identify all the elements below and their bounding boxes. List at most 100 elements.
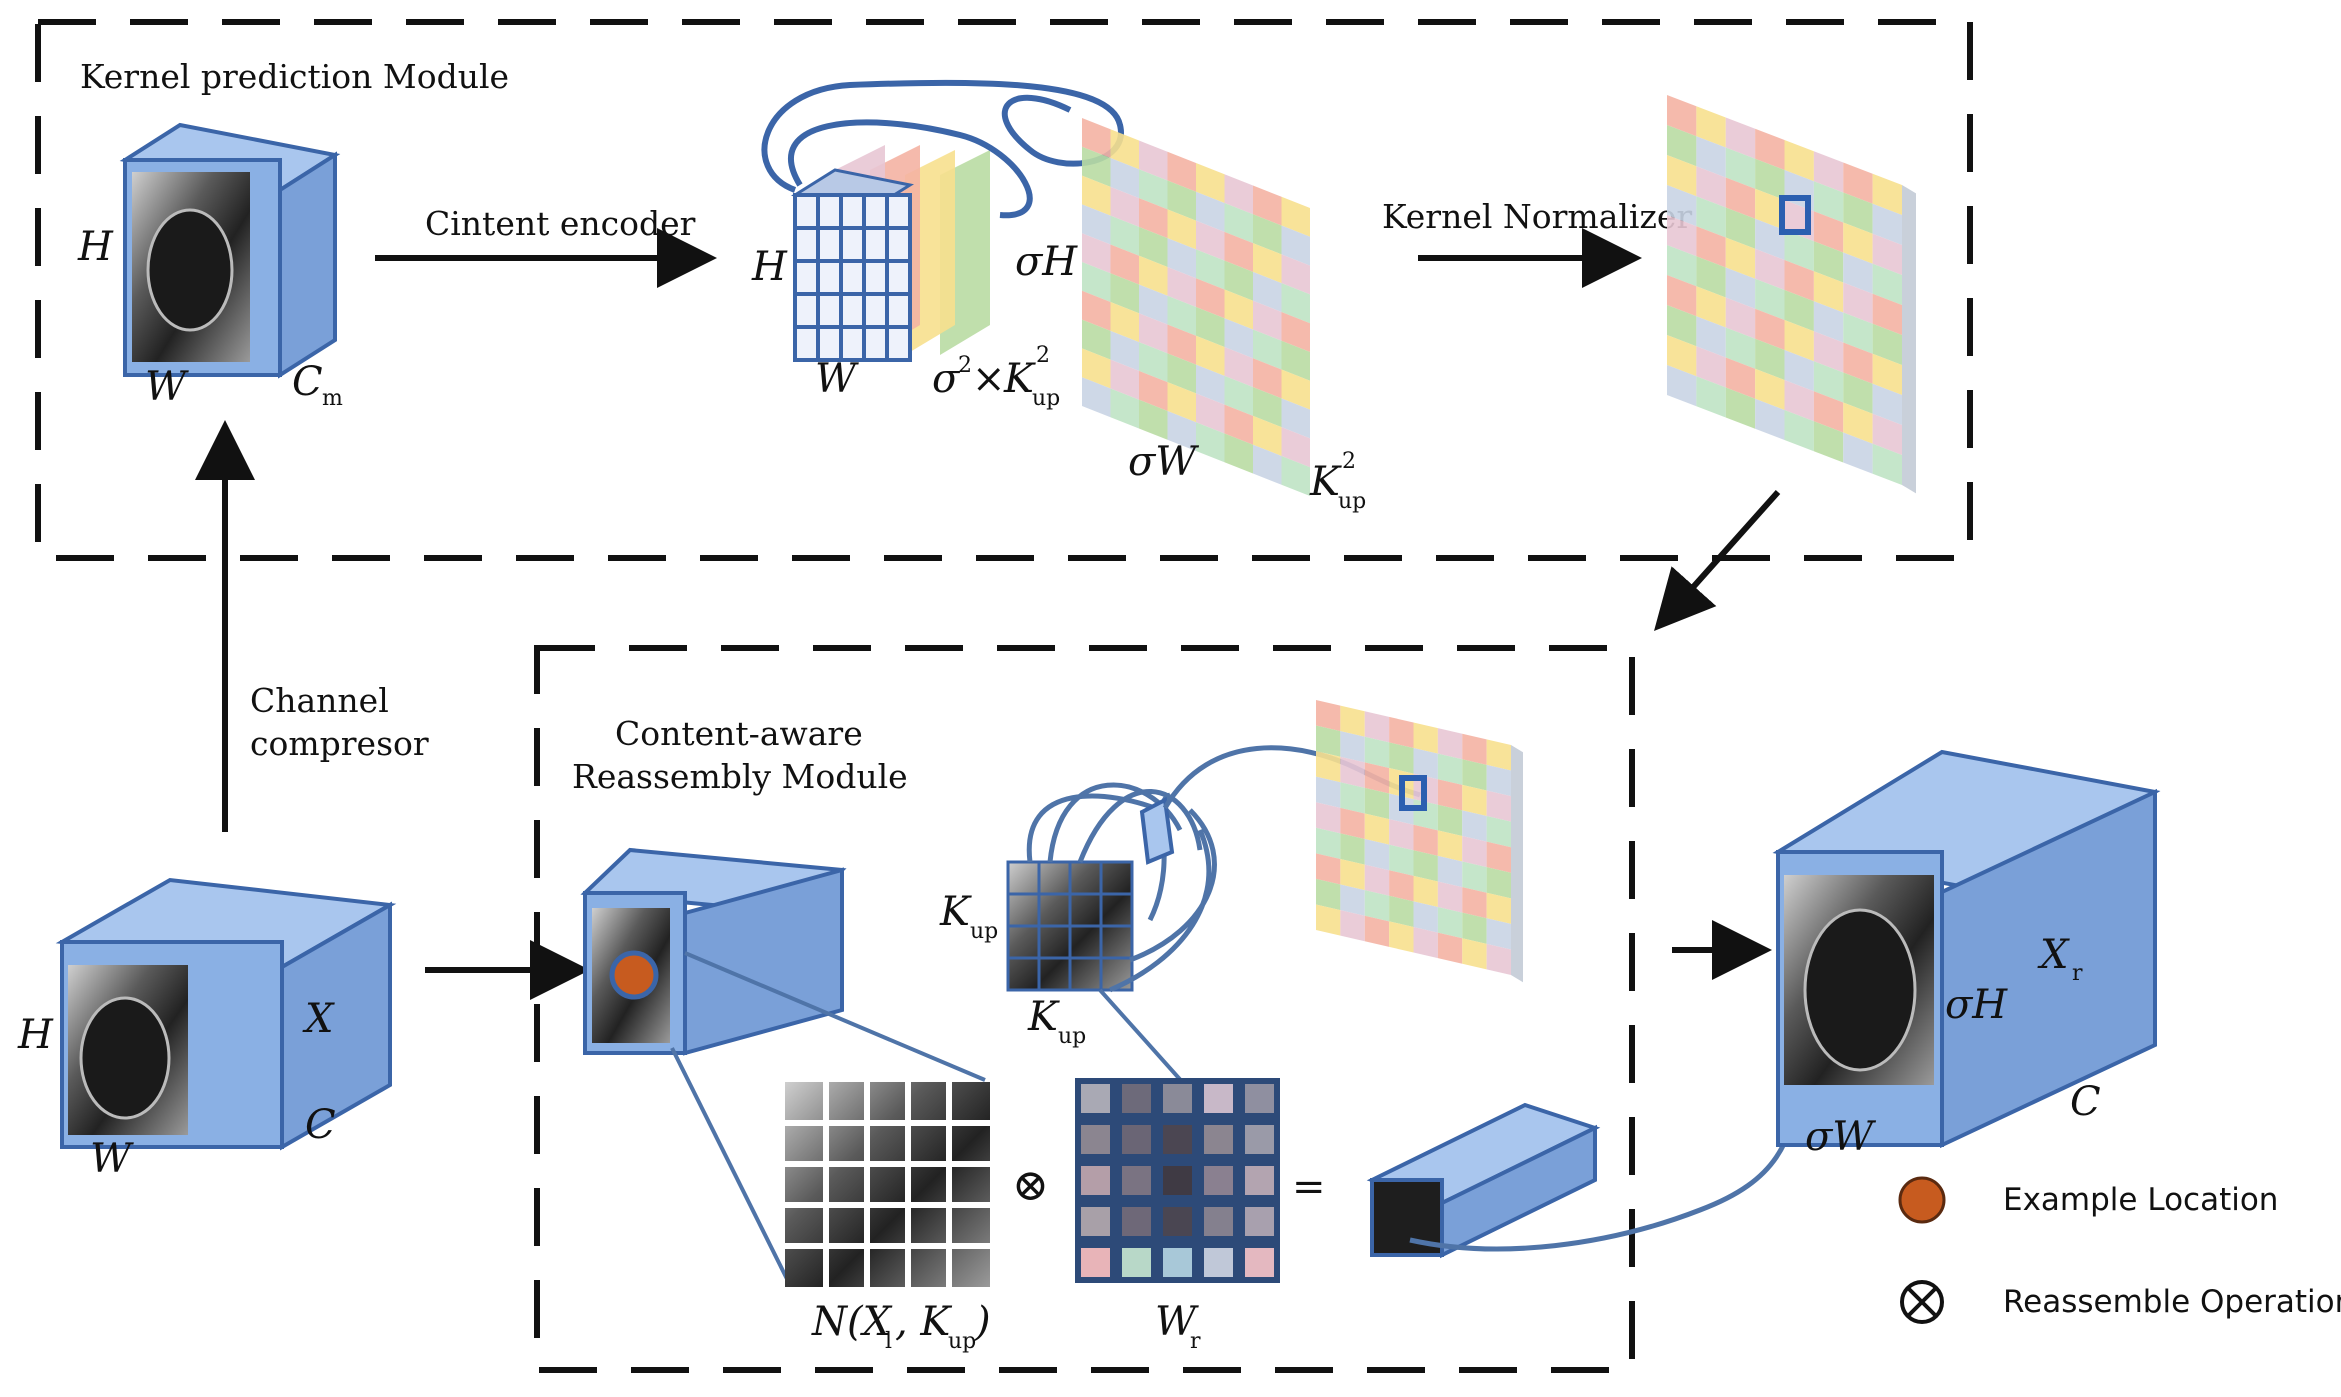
kpm-input-c-label: C bbox=[292, 359, 323, 405]
kernel-map-cell bbox=[1872, 413, 1902, 455]
kernel-map-cell bbox=[1667, 215, 1697, 257]
kernel-map-cell bbox=[1316, 827, 1341, 859]
kernel-map-cell bbox=[1364, 762, 1390, 794]
kernel-map-cell bbox=[1413, 824, 1438, 856]
kernel-map-cell bbox=[1281, 311, 1310, 352]
kernel-map-cell bbox=[1696, 286, 1726, 328]
reshaped-kernel-map bbox=[1082, 118, 1310, 496]
kernel-map-cell bbox=[1139, 342, 1168, 383]
kernel-map-edge bbox=[1511, 745, 1523, 983]
kernel-map-cell bbox=[1696, 166, 1726, 208]
channel-compressor-label-line1: Channel bbox=[250, 681, 389, 720]
kernel-map-cell bbox=[1139, 399, 1168, 440]
kernel-map-cell bbox=[1843, 222, 1873, 264]
kernel-map-cell bbox=[1755, 248, 1785, 290]
kernel-map-cell bbox=[1196, 278, 1225, 319]
kernel-map-cell bbox=[1725, 177, 1756, 219]
kernel-map-cell bbox=[1755, 398, 1785, 440]
kernel-map-cell bbox=[1725, 117, 1756, 159]
kpm-input-h-label: H bbox=[77, 224, 114, 270]
svg-text:up: up bbox=[948, 1329, 976, 1354]
kernel-weight-cell bbox=[1245, 1207, 1274, 1236]
kernel-to-weights-link bbox=[1098, 988, 1187, 1087]
reshape-loop-curve bbox=[761, 79, 1124, 219]
kernel-map-cell bbox=[1813, 391, 1844, 433]
output-c-label: C bbox=[2070, 1079, 2101, 1125]
kernel-map-cell bbox=[1340, 756, 1365, 788]
svg-text:K: K bbox=[1003, 356, 1036, 402]
kernel-map-cell bbox=[1696, 136, 1726, 178]
kernel-map-cell bbox=[1843, 162, 1873, 204]
kernel-map-cell bbox=[1725, 357, 1756, 399]
kernel-map-cell bbox=[1872, 263, 1902, 305]
carm-input-cube bbox=[580, 847, 847, 1056]
kernel-weight-cell bbox=[1163, 1125, 1192, 1154]
input-x-label: X bbox=[302, 996, 335, 1042]
output-x-label: X bbox=[2037, 932, 2070, 978]
encoded-w-label: W bbox=[815, 356, 859, 402]
kernel-weight-cell bbox=[1163, 1207, 1192, 1236]
kernel-map-cell bbox=[1755, 188, 1785, 230]
kernel-map-cell bbox=[1725, 387, 1756, 429]
kernel-map-cell bbox=[1082, 377, 1111, 418]
kernel-map-cell bbox=[1196, 191, 1225, 232]
encoded-channel-label: σ 2 × K 2 up bbox=[932, 343, 1060, 411]
kernel-weight-cell bbox=[1204, 1207, 1233, 1236]
kernel-map-cell bbox=[1667, 95, 1697, 137]
kernel-map-cell bbox=[1082, 175, 1111, 216]
kernel-map-cell bbox=[1082, 262, 1111, 303]
kernel-weight-grid bbox=[1075, 1078, 1280, 1283]
kernel-map-cell bbox=[1082, 204, 1111, 245]
kernel-weight-cell bbox=[1245, 1084, 1274, 1113]
kernel-map-cell bbox=[1872, 383, 1902, 425]
kernel-map-cell bbox=[1082, 348, 1111, 389]
kernel-map-cell bbox=[1413, 850, 1438, 882]
kernel-map-cell bbox=[1784, 230, 1814, 272]
kernel-map-cell bbox=[1167, 266, 1196, 307]
kernel-map-cell bbox=[1139, 169, 1168, 210]
kernel-map-cell bbox=[1110, 158, 1139, 199]
kernel-map-cell bbox=[1167, 353, 1196, 394]
kup-label-b: K bbox=[1027, 994, 1060, 1040]
map-sigma-h-label: σH bbox=[1015, 239, 1078, 285]
kernel-map-cell bbox=[1340, 807, 1365, 840]
kernel-map-cell bbox=[1843, 252, 1873, 294]
kernel-map-cell bbox=[1784, 320, 1814, 362]
kernel-map-cell bbox=[1196, 422, 1225, 463]
kernel-weight-cell bbox=[1163, 1248, 1192, 1277]
kernel-map-cell bbox=[1696, 346, 1726, 388]
kernel-map-cell bbox=[1696, 376, 1726, 418]
kernel-map-cell bbox=[1110, 186, 1139, 227]
kernel-map-cell bbox=[1340, 731, 1365, 763]
kernel-map-cell bbox=[1667, 245, 1697, 287]
kernel-weight-cell bbox=[1204, 1248, 1233, 1277]
kernel-weight-cell bbox=[1081, 1084, 1110, 1113]
kernel-map-cell bbox=[1167, 382, 1196, 423]
kernel-map-cell bbox=[1281, 369, 1310, 410]
kernel-map-cell bbox=[1167, 238, 1196, 279]
svg-text:): ) bbox=[974, 1299, 991, 1345]
svg-text:2: 2 bbox=[958, 353, 972, 378]
kernel-map-cell bbox=[1462, 861, 1487, 893]
legend-example-location: Example Location bbox=[2003, 1182, 2278, 1218]
kernel-map-cell bbox=[1196, 220, 1225, 261]
kernel-map-cell bbox=[1224, 375, 1253, 416]
kernel-map-cell bbox=[1167, 180, 1196, 221]
kernel-map-cell bbox=[1725, 237, 1756, 279]
kernel-map-cell bbox=[1196, 249, 1225, 290]
legend-reassemble-operation: Reassemble Operation bbox=[2003, 1284, 2341, 1320]
kernel-map-cell bbox=[1253, 358, 1282, 399]
kernel-map-cell bbox=[1486, 841, 1511, 873]
kpm-input-c-subscript: m bbox=[322, 386, 343, 411]
kernel-map-cell bbox=[1486, 790, 1511, 822]
kernel-weight-cell bbox=[1122, 1248, 1151, 1277]
kernel-map-cell bbox=[1110, 388, 1139, 429]
kernel-map-cell bbox=[1389, 895, 1414, 927]
kernel-map-cell bbox=[1082, 146, 1111, 187]
neighborhood-link-b bbox=[670, 1047, 792, 1286]
kpm-input-cube bbox=[119, 122, 341, 379]
carm-kernel-map bbox=[1316, 700, 1523, 983]
kernel-map-cell bbox=[1843, 282, 1873, 324]
kernel-map-cell bbox=[1316, 700, 1341, 732]
kernel-map-cell bbox=[1437, 728, 1463, 760]
